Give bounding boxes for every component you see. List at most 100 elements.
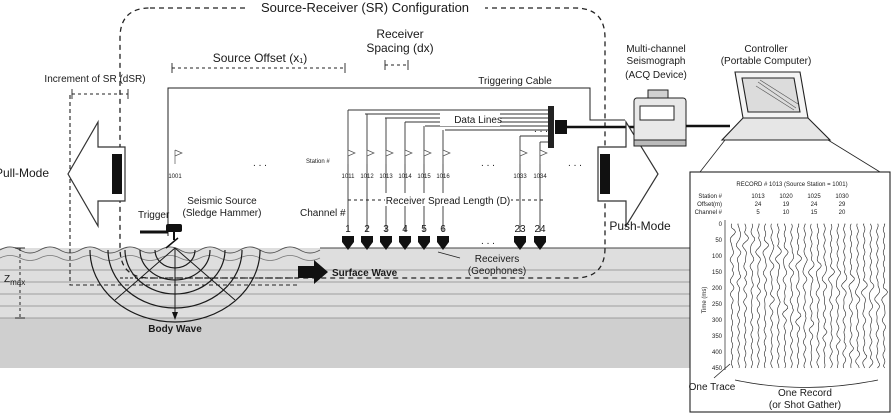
channel-ellipsis: . . . [481,236,495,247]
record-station-value: 1025 [807,194,821,200]
time-tick-label: 250 [712,302,723,308]
body-wave-label: Body Wave [148,324,202,335]
time-tick-label: 0 [719,222,723,228]
seismic-trace [802,223,808,369]
seismic-trace [874,223,880,369]
record-row-label: Channel # [695,210,723,216]
surface-wave-label: Surface Wave [332,268,398,279]
geophone-icon [418,236,430,250]
laptop-icon [720,71,832,141]
record-header: RECORD # 1013 (Source Station = 1001) [736,182,847,188]
seismic-trace [782,223,789,369]
geophone-icon [380,236,392,250]
zoom-line-left [699,139,726,173]
seismic-trace [815,223,822,369]
diagram-title: Source-Receiver (SR) Configuration [261,0,469,15]
cable-plug [555,120,567,134]
channel-hash-label: Channel # [300,208,346,219]
receiver-cables [347,110,541,232]
record-offset-value: 29 [839,202,846,208]
previous-sr-boundary [69,95,300,286]
seismic-trace [861,223,868,369]
triggering-cable-label: Triggering Cable [478,76,552,87]
station-hash-label: Station # [306,159,330,165]
station-flags [174,149,548,164]
seismic-trace [769,223,775,369]
receiver-spread-label: Receiver Spread Length (D) [386,196,511,207]
source-plate-icon [165,237,179,249]
record-channel-value: 15 [811,210,818,216]
station-label: 1013 [379,174,393,180]
surface-wave-arrow-icon [298,260,328,284]
record-station-value: 1013 [751,194,765,200]
sledge-hammer-icon [166,224,182,240]
seismic-traces [729,223,888,369]
station-ellipsis-left: . . . [253,158,267,169]
record-channel-value: 10 [783,210,790,216]
source-offset-label: Source Offset (x₁) [213,51,308,65]
seismic-trace [788,223,794,369]
ground [0,246,690,368]
channel-number: 4 [402,224,408,235]
one-record-brace [734,379,879,388]
zoom-line-right [827,139,881,173]
geophone-icon [534,236,546,250]
seismic-trace [854,223,861,369]
receivers-label-1: Receivers [475,254,519,265]
geophone-icon [342,236,354,250]
pull-mode-label: Pull-Mode [0,166,49,180]
station-label: 1012 [360,174,374,180]
station-label: 1015 [417,174,431,180]
geophone-icon [361,236,373,250]
station-label: 1014 [398,174,412,180]
body-wave-rays [114,247,236,318]
geophones [342,236,546,250]
push-mode-arrow-icon [597,119,659,229]
seismic-trace [868,223,875,369]
data-lines-label: Data Lines [454,115,502,126]
seismograph-icon [633,89,687,147]
record-station-value: 1030 [835,194,849,200]
seismic-trace [749,223,756,369]
seismic-trace [742,223,749,369]
trigger-label: Trigger [138,210,170,221]
geophone-icon [514,236,526,250]
geophone-icon [399,236,411,250]
seismograph-label-1: Multi-channel [626,44,685,55]
ground-strata-lines [0,269,690,319]
seismic-trace [755,223,762,369]
pull-mode-arrow-icon [67,119,126,229]
one-record-label-2: (or Shot Gather) [769,400,841,411]
seismic-trace [762,223,769,369]
one-record-label-1: One Record [778,388,832,399]
zmax-dimension [15,247,25,319]
station-label: 1011 [342,174,356,180]
record-offset-value: 19 [783,202,790,208]
seismic-source-label-2: (Sledge Hammer) [183,208,262,219]
ground-surface-wavy [0,246,321,254]
channel-number: 3 [383,224,389,235]
time-tick-label: 450 [712,366,723,372]
one-trace-label: One Trace [689,382,736,393]
channel-number: 24 [534,224,546,235]
record-offset-value: 24 [811,202,818,208]
time-tick-label: 50 [715,238,722,244]
record-channel-value: 20 [839,210,846,216]
geophone-icon [437,236,449,250]
record-offset-value: 24 [755,202,762,208]
record-station-value: 1020 [779,194,793,200]
time-tick-label: 300 [712,318,723,324]
zmax-label: Zmax [4,274,25,287]
station-ellipsis-right: . . . [481,158,495,169]
triggering-cable [167,87,625,236]
seismograph-label-2: Seismograph [627,56,686,67]
channel-number: 5 [421,224,427,235]
channel-number: 6 [440,224,446,235]
time-tick-label: 100 [712,254,723,260]
dimension-ticks [71,60,409,99]
seismic-trace [808,223,815,369]
controller-label-1: Controller [744,44,788,55]
channel-number: 2 [364,224,370,235]
seismic-trace [775,223,782,369]
